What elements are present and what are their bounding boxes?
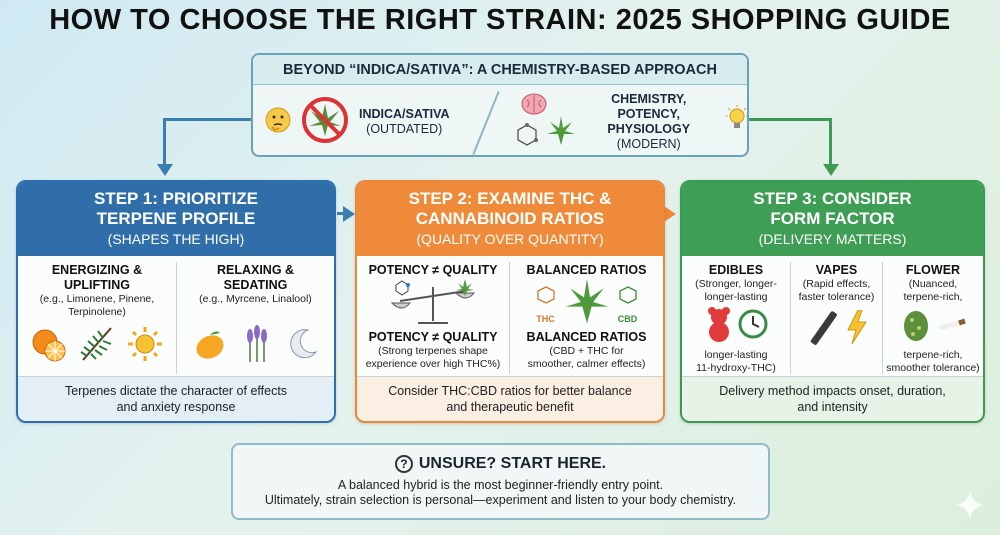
step2-card: STEP 2: EXAMINE THC & CANNABINOID RATIOS… xyxy=(355,180,665,423)
vape-pen-icon xyxy=(806,307,842,352)
step3-card: STEP 3: CONSIDER FORM FACTOR (DELIVERY M… xyxy=(680,180,985,423)
step3-footer: Delivery method impacts onset, duration,… xyxy=(682,376,983,421)
potency-column: POTENCY ≠ QUALITY POTENCY ≠ QUALITY (Str… xyxy=(357,256,509,380)
start-here-box: ? UNSURE? START HERE. A balanced hybrid … xyxy=(231,443,770,520)
step2-title-2: CANNABINOID RATIOS xyxy=(415,209,605,228)
relaxing-heading-2: SEDATING xyxy=(223,278,288,292)
start-here-line2: Ultimately, strain selection is personal… xyxy=(264,493,737,507)
step1-footer-2: and anxiety response xyxy=(116,400,236,414)
orange-icon xyxy=(29,324,69,369)
relaxing-heading: RELAXING & xyxy=(216,263,295,277)
step1-title-1: STEP 1: PRIORITIZE xyxy=(93,189,259,208)
modern-label-2: PHYSIOLOGY xyxy=(607,122,691,136)
energizing-heading: ENERGIZING & xyxy=(51,263,143,277)
start-here-line1: A balanced hybrid is the most beginner-f… xyxy=(337,478,664,492)
start-here-heading: UNSURE? START HERE. xyxy=(418,455,607,472)
leaf-icon xyxy=(544,114,578,153)
flower-bottom: terpene-rich, xyxy=(903,349,963,361)
ratios-detail: (CBD + THC for xyxy=(549,345,624,357)
energizing-heading-2: UPLIFTING xyxy=(64,278,130,292)
pine-branch-icon xyxy=(77,324,117,369)
flower-heading: FLOWER xyxy=(905,263,961,277)
step1-footer: Terpenes dictate the character of effect… xyxy=(18,376,334,421)
crossed-out-leaf-icon xyxy=(301,96,349,149)
step2-header: STEP 2: EXAMINE THC & CANNABINOID RATIOS… xyxy=(357,182,663,256)
step3-header: STEP 3: CONSIDER FORM FACTOR (DELIVERY M… xyxy=(682,182,983,256)
cbd-molecule-icon: CBD xyxy=(615,285,641,324)
step1-subtitle: (SHAPES THE HIGH) xyxy=(107,231,245,247)
step1-footer-1: Terpenes dictate the character of effect… xyxy=(64,384,288,398)
vapes-column: VAPES (Rapid effects, faster tolerance) xyxy=(791,256,882,380)
energizing-detail: (e.g., Limonene, Pinene, xyxy=(39,293,155,305)
modern-sub: (MODERN) xyxy=(616,137,681,151)
potency-heading: POTENCY ≠ QUALITY xyxy=(368,263,498,277)
step3-title-2: FORM FACTOR xyxy=(770,209,895,228)
outdated-approach: INDICA/SATIVA (OUTDATED) xyxy=(253,87,498,155)
step2-footer-2: and therapeutic benefit xyxy=(446,400,574,414)
balance-scale-icon xyxy=(388,277,478,332)
ratios-detail-2: smoother, calmer effects) xyxy=(527,357,646,370)
step3-subtitle: (DELIVERY MATTERS) xyxy=(758,231,907,247)
clock-icon xyxy=(738,309,768,344)
modern-approach: CHEMISTRY, POTENCY, PHYSIOLOGY (MODERN) xyxy=(498,87,747,155)
potency-detail-2: experience over high THC%) xyxy=(365,357,501,370)
vapes-heading: VAPES xyxy=(815,263,858,277)
step3-title-1: STEP 3: CONSIDER xyxy=(753,189,912,208)
vapes-detail: (Rapid effects, xyxy=(802,278,871,290)
step1-header: STEP 1: PRIORITIZE TERPENE PROFILE (SHAP… xyxy=(18,182,334,256)
lightning-icon xyxy=(846,309,868,349)
step2-subtitle: (QUALITY OVER QUANTITY) xyxy=(416,231,604,247)
sun-icon xyxy=(125,324,165,369)
thinking-face-icon xyxy=(265,107,291,138)
ratios-column: BALANCED RATIOS THC CBD BALANCED RATIOS … xyxy=(510,256,663,380)
ratios-heading-bottom: BALANCED RATIOS xyxy=(526,330,647,344)
mango-icon xyxy=(192,325,230,368)
outdated-label: INDICA/SATIVA xyxy=(359,107,450,121)
flower-detail: (Nuanced, xyxy=(908,278,958,290)
ratios-heading: BALANCED RATIOS xyxy=(526,263,647,277)
lightbulb-icon xyxy=(726,104,747,140)
step3-footer-1: Delivery method impacts onset, duration, xyxy=(719,384,946,398)
chemistry-approach-header: BEYOND “INDICA/SATIVA”: A CHEMISTRY-BASE… xyxy=(253,55,747,85)
vapes-detail-2: faster tolerance) xyxy=(798,290,875,303)
leaf-icon xyxy=(561,276,613,333)
molecule-icon xyxy=(514,122,540,153)
edibles-heading: EDIBLES xyxy=(708,263,764,277)
step3-footer-2: and intensity xyxy=(797,400,868,414)
edibles-column: EDIBLES (Stronger, longer- longer-lastin… xyxy=(682,256,790,380)
thc-label: THC xyxy=(536,313,555,324)
edibles-detail-2: longer-lasting xyxy=(704,290,768,303)
energizing-column: ENERGIZING & UPLIFTING (e.g., Limonene, … xyxy=(18,256,176,380)
step2-footer: Consider THC:CBD ratios for better balan… xyxy=(357,376,663,421)
cannabis-bud-icon xyxy=(899,304,935,349)
step2-footer-1: Consider THC:CBD ratios for better balan… xyxy=(388,384,632,398)
outdated-sub: (OUTDATED) xyxy=(366,122,443,136)
sparkle-icon xyxy=(955,490,985,525)
question-icon: ? xyxy=(394,455,413,473)
chemistry-approach-box: BEYOND “INDICA/SATIVA”: A CHEMISTRY-BASE… xyxy=(251,53,749,157)
cbd-label: CBD xyxy=(617,313,638,324)
step2-title-1: STEP 2: EXAMINE THC & xyxy=(408,189,612,208)
gummy-bear-icon xyxy=(704,305,734,348)
potency-detail: (Strong terpenes shape xyxy=(378,345,488,357)
page-title: HOW TO CHOOSE THE RIGHT STRAIN: 2025 SHO… xyxy=(49,4,951,36)
edibles-bottom-2: 11-hydroxy-THC) xyxy=(696,361,776,374)
relaxing-column: RELAXING & SEDATING (e.g., Myrcene, Lina… xyxy=(177,256,334,380)
step1-title-2: TERPENE PROFILE xyxy=(96,209,256,228)
energizing-detail-2: Terpinolene) xyxy=(68,305,126,318)
flower-column: FLOWER (Nuanced, terpene-rich, terpene-r… xyxy=(883,256,983,380)
potency-heading-bottom: POTENCY ≠ QUALITY xyxy=(368,330,498,344)
moon-icon xyxy=(284,326,320,367)
flower-bottom-2: smoother tolerance) xyxy=(886,361,980,374)
joint-icon xyxy=(937,314,967,339)
thc-molecule-icon: THC xyxy=(533,285,559,324)
brain-icon xyxy=(520,92,548,121)
edibles-bottom: longer-lasting xyxy=(704,349,768,361)
relaxing-detail: (e.g., Myrcene, Linalool) xyxy=(199,293,312,305)
modern-label-1: CHEMISTRY, POTENCY, xyxy=(611,92,687,121)
lavender-icon xyxy=(238,324,276,369)
edibles-detail: (Stronger, longer- xyxy=(695,278,777,290)
step1-card: STEP 1: PRIORITIZE TERPENE PROFILE (SHAP… xyxy=(16,180,336,423)
flower-detail-2: terpene-rich, xyxy=(903,290,963,303)
